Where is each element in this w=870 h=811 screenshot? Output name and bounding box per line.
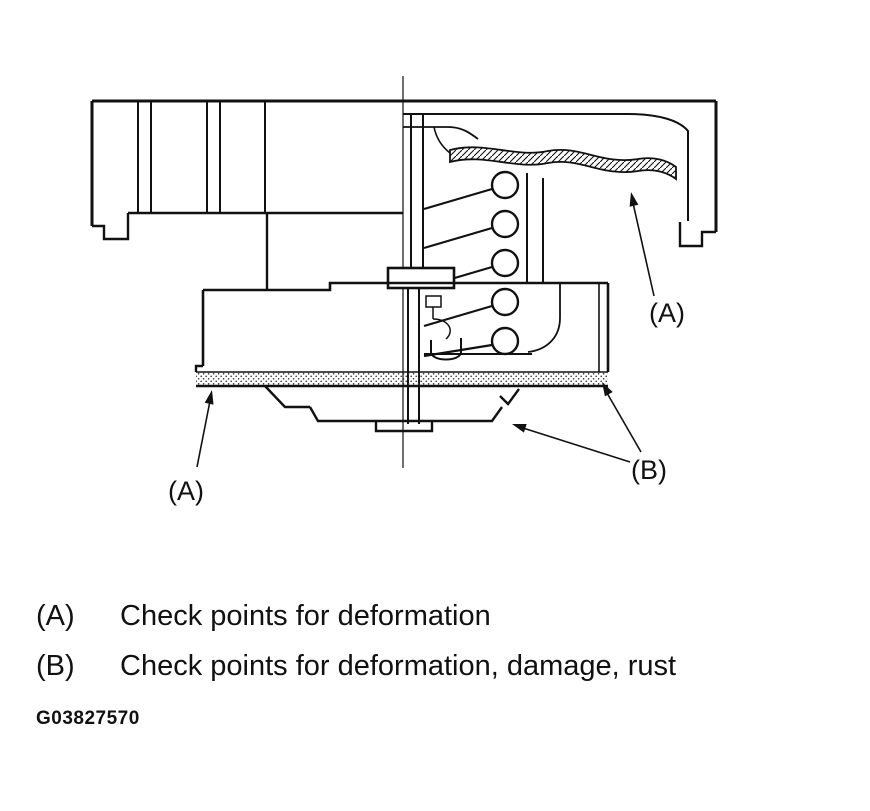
coil-section [490,287,520,317]
leader-line [196,400,211,468]
stem-retainer [425,295,442,308]
figure-id: G03827570 [36,707,140,729]
valve-plate [308,406,503,423]
leader-line-valve [522,427,631,463]
radiator-cap-diagram: (A) (A) (B) [90,76,718,506]
stem-hook [432,318,451,340]
coil-wire [423,304,493,328]
diaphragm-hatched-band [449,146,677,181]
legend-item-a: (A) Check points for deformation [36,599,870,634]
legend: (A) Check points for deformation (B) Che… [36,599,870,684]
body-inner-contour [527,283,561,353]
cap-upper-shell [90,99,718,290]
shell-left-rolled-lip [92,213,130,241]
shell-inner-step [403,126,479,140]
legend-key-b: (B) [36,649,75,682]
coil-section [490,209,520,239]
legend-text-a: Check points for deformation [120,600,491,632]
diaphragm-seal [449,146,677,181]
valve-center-cap [374,421,434,433]
diaphragm-connector [433,126,451,154]
callout-a-lower-label: (A) [168,476,204,506]
arrowhead [512,424,527,433]
callout-a-upper: (A) [629,192,685,328]
legend-text-b: Check points for deformation, damage, ru… [120,649,677,682]
pressure-spring [423,170,532,358]
legend-key-a: (A) [36,600,75,632]
pressure-valve-seat [386,266,456,290]
leader-line-gasket [606,392,642,453]
valve-left-shoulder [264,385,310,409]
coil-section [490,170,520,200]
callout-a-upper-label: (A) [649,298,685,328]
coil-wire [423,187,493,211]
vacuum-valve [264,385,520,433]
legend-item-b: (B) Check points for deformation, damage… [36,649,870,684]
gasket [196,371,608,388]
callout-b-label: (B) [631,455,667,485]
coil-section [490,248,520,278]
leader-line [632,202,655,297]
arrowhead [204,390,214,405]
valve-spike [499,388,520,406]
vacuum-spring [430,338,462,361]
callout-b: (B) [512,382,667,485]
shell-inner-surface [403,113,689,221]
coil-wire [423,226,493,250]
spring-cup [526,173,544,283]
shell-right-rolled-lip [678,222,716,248]
arrowhead [629,192,639,207]
coil-section [490,326,520,356]
lower-body [194,281,610,372]
arrowhead [602,382,613,397]
callout-a-lower: (A) [168,390,214,506]
gasket-band [196,372,608,386]
body-top-edge [203,281,608,292]
body-left-flange [194,364,203,372]
